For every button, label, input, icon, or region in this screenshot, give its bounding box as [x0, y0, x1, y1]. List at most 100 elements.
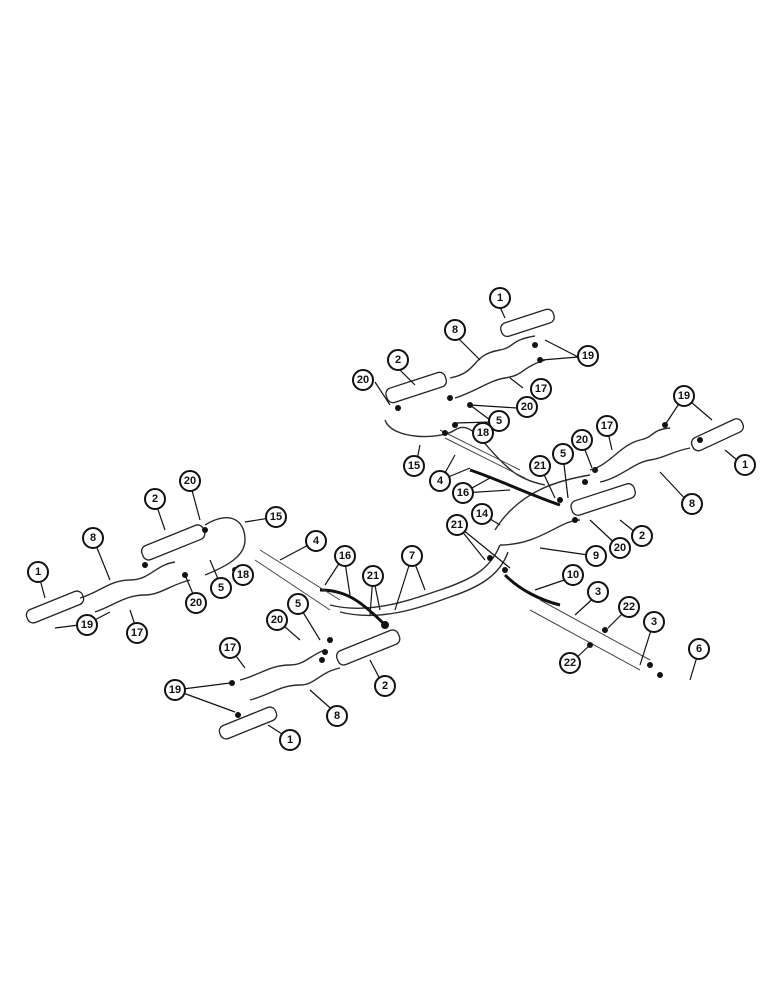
callout-balloon: 4: [305, 530, 327, 552]
callout-balloon: 8: [326, 705, 348, 727]
cylinder-top-1: [500, 308, 555, 338]
svg-text:19: 19: [678, 390, 690, 402]
callout-balloon: 20: [179, 470, 201, 492]
callout-balloons: 1 8 19 2 20 17 20 5 18 15 4 19 17 1 20 5…: [27, 287, 756, 751]
callout-balloon: 19: [164, 679, 186, 701]
callout-balloon: 20: [352, 369, 374, 391]
svg-text:19: 19: [582, 350, 594, 362]
callout-balloon: 1: [489, 287, 511, 309]
svg-text:3: 3: [595, 586, 601, 598]
callout-balloon: 16: [452, 482, 474, 504]
hose-top-8: [449, 335, 536, 379]
svg-text:4: 4: [437, 475, 444, 487]
svg-text:17: 17: [131, 627, 143, 639]
callout-balloon: 17: [219, 637, 241, 659]
callout-balloon: 2: [374, 675, 396, 697]
hose-top-4: [439, 429, 521, 471]
svg-text:17: 17: [601, 420, 613, 432]
callout-balloon: 1: [279, 729, 301, 751]
callout-balloon: 16: [334, 545, 356, 567]
cylinder-right-1: [690, 418, 745, 452]
svg-text:10: 10: [567, 569, 579, 581]
svg-text:20: 20: [521, 401, 533, 413]
callout-balloon: 5: [287, 593, 309, 615]
callout-balloon: 5: [552, 443, 574, 465]
svg-text:20: 20: [576, 434, 588, 446]
callout-balloon: 15: [403, 455, 425, 477]
svg-text:2: 2: [639, 530, 645, 542]
callout-balloon: 21: [446, 514, 468, 536]
callout-balloon: 21: [529, 455, 551, 477]
callout-balloon: 2: [144, 488, 166, 510]
callout-balloon: 10: [562, 564, 584, 586]
callout-balloon: 19: [673, 385, 695, 407]
svg-text:5: 5: [496, 415, 502, 427]
svg-text:5: 5: [295, 598, 301, 610]
svg-text:20: 20: [271, 614, 283, 626]
cylinder-left-1: [25, 590, 85, 624]
hose-left-8: [79, 561, 176, 599]
svg-text:15: 15: [408, 460, 420, 472]
cylinder-front-1: [218, 706, 278, 740]
svg-text:2: 2: [395, 354, 401, 366]
hose-right-8: [599, 447, 691, 483]
callout-balloon: 9: [585, 545, 607, 567]
callout-balloon: 20: [571, 429, 593, 451]
svg-text:16: 16: [457, 487, 469, 499]
svg-text:1: 1: [497, 292, 503, 304]
hose-right-9: [499, 519, 581, 546]
svg-text:18: 18: [237, 569, 249, 581]
hose-right-14: [494, 474, 591, 531]
callout-balloon: 14: [471, 503, 493, 525]
callout-balloon: 19: [577, 345, 599, 367]
svg-text:8: 8: [689, 498, 695, 510]
callout-balloon: 8: [681, 493, 703, 515]
svg-text:8: 8: [452, 324, 458, 336]
svg-text:20: 20: [190, 597, 202, 609]
hose-center-16: [319, 588, 387, 627]
svg-text:22: 22: [564, 657, 576, 669]
svg-text:22: 22: [623, 601, 635, 613]
callout-balloon: 1: [27, 561, 49, 583]
svg-text:3: 3: [651, 616, 657, 628]
svg-text:2: 2: [382, 680, 388, 692]
hose-right-16: [469, 468, 561, 507]
svg-text:21: 21: [451, 519, 463, 531]
leader-lines: [374, 306, 744, 681]
svg-text:15: 15: [270, 511, 282, 523]
svg-text:19: 19: [169, 684, 181, 696]
hose-front-8: [249, 667, 341, 701]
svg-text:16: 16: [339, 550, 351, 562]
hose-right-17: [589, 427, 671, 471]
callout-balloon: 5: [488, 410, 510, 432]
hose-center-7: [329, 544, 501, 609]
cylinder-top-2: [385, 371, 448, 404]
svg-text:1: 1: [287, 734, 293, 746]
top-wing-assembly: [384, 308, 555, 486]
callout-balloon: 15: [265, 506, 287, 528]
hose-left-15: [204, 517, 246, 576]
svg-text:18: 18: [477, 427, 489, 439]
svg-text:7: 7: [409, 550, 415, 562]
callout-balloon: 8: [82, 527, 104, 549]
callout-balloon: 20: [609, 537, 631, 559]
svg-text:20: 20: [184, 475, 196, 487]
svg-text:17: 17: [535, 383, 547, 395]
svg-text:21: 21: [534, 460, 546, 472]
svg-text:8: 8: [334, 710, 340, 722]
callout-balloon: 7: [401, 545, 423, 567]
callout-balloon: 17: [530, 378, 552, 400]
callout-balloon: 5: [210, 577, 232, 599]
hose-center-10: [503, 573, 561, 607]
svg-text:6: 6: [696, 643, 702, 655]
left-wing-assembly: [25, 517, 246, 624]
svg-text:17: 17: [224, 642, 236, 654]
callout-balloon: 2: [387, 349, 409, 371]
callout-balloon: 22: [559, 652, 581, 674]
callout-balloon: 20: [185, 592, 207, 614]
hose-center-4b: [254, 559, 331, 611]
callout-balloon: 19: [76, 614, 98, 636]
hose-left-17: [94, 579, 191, 613]
svg-text:8: 8: [90, 532, 96, 544]
